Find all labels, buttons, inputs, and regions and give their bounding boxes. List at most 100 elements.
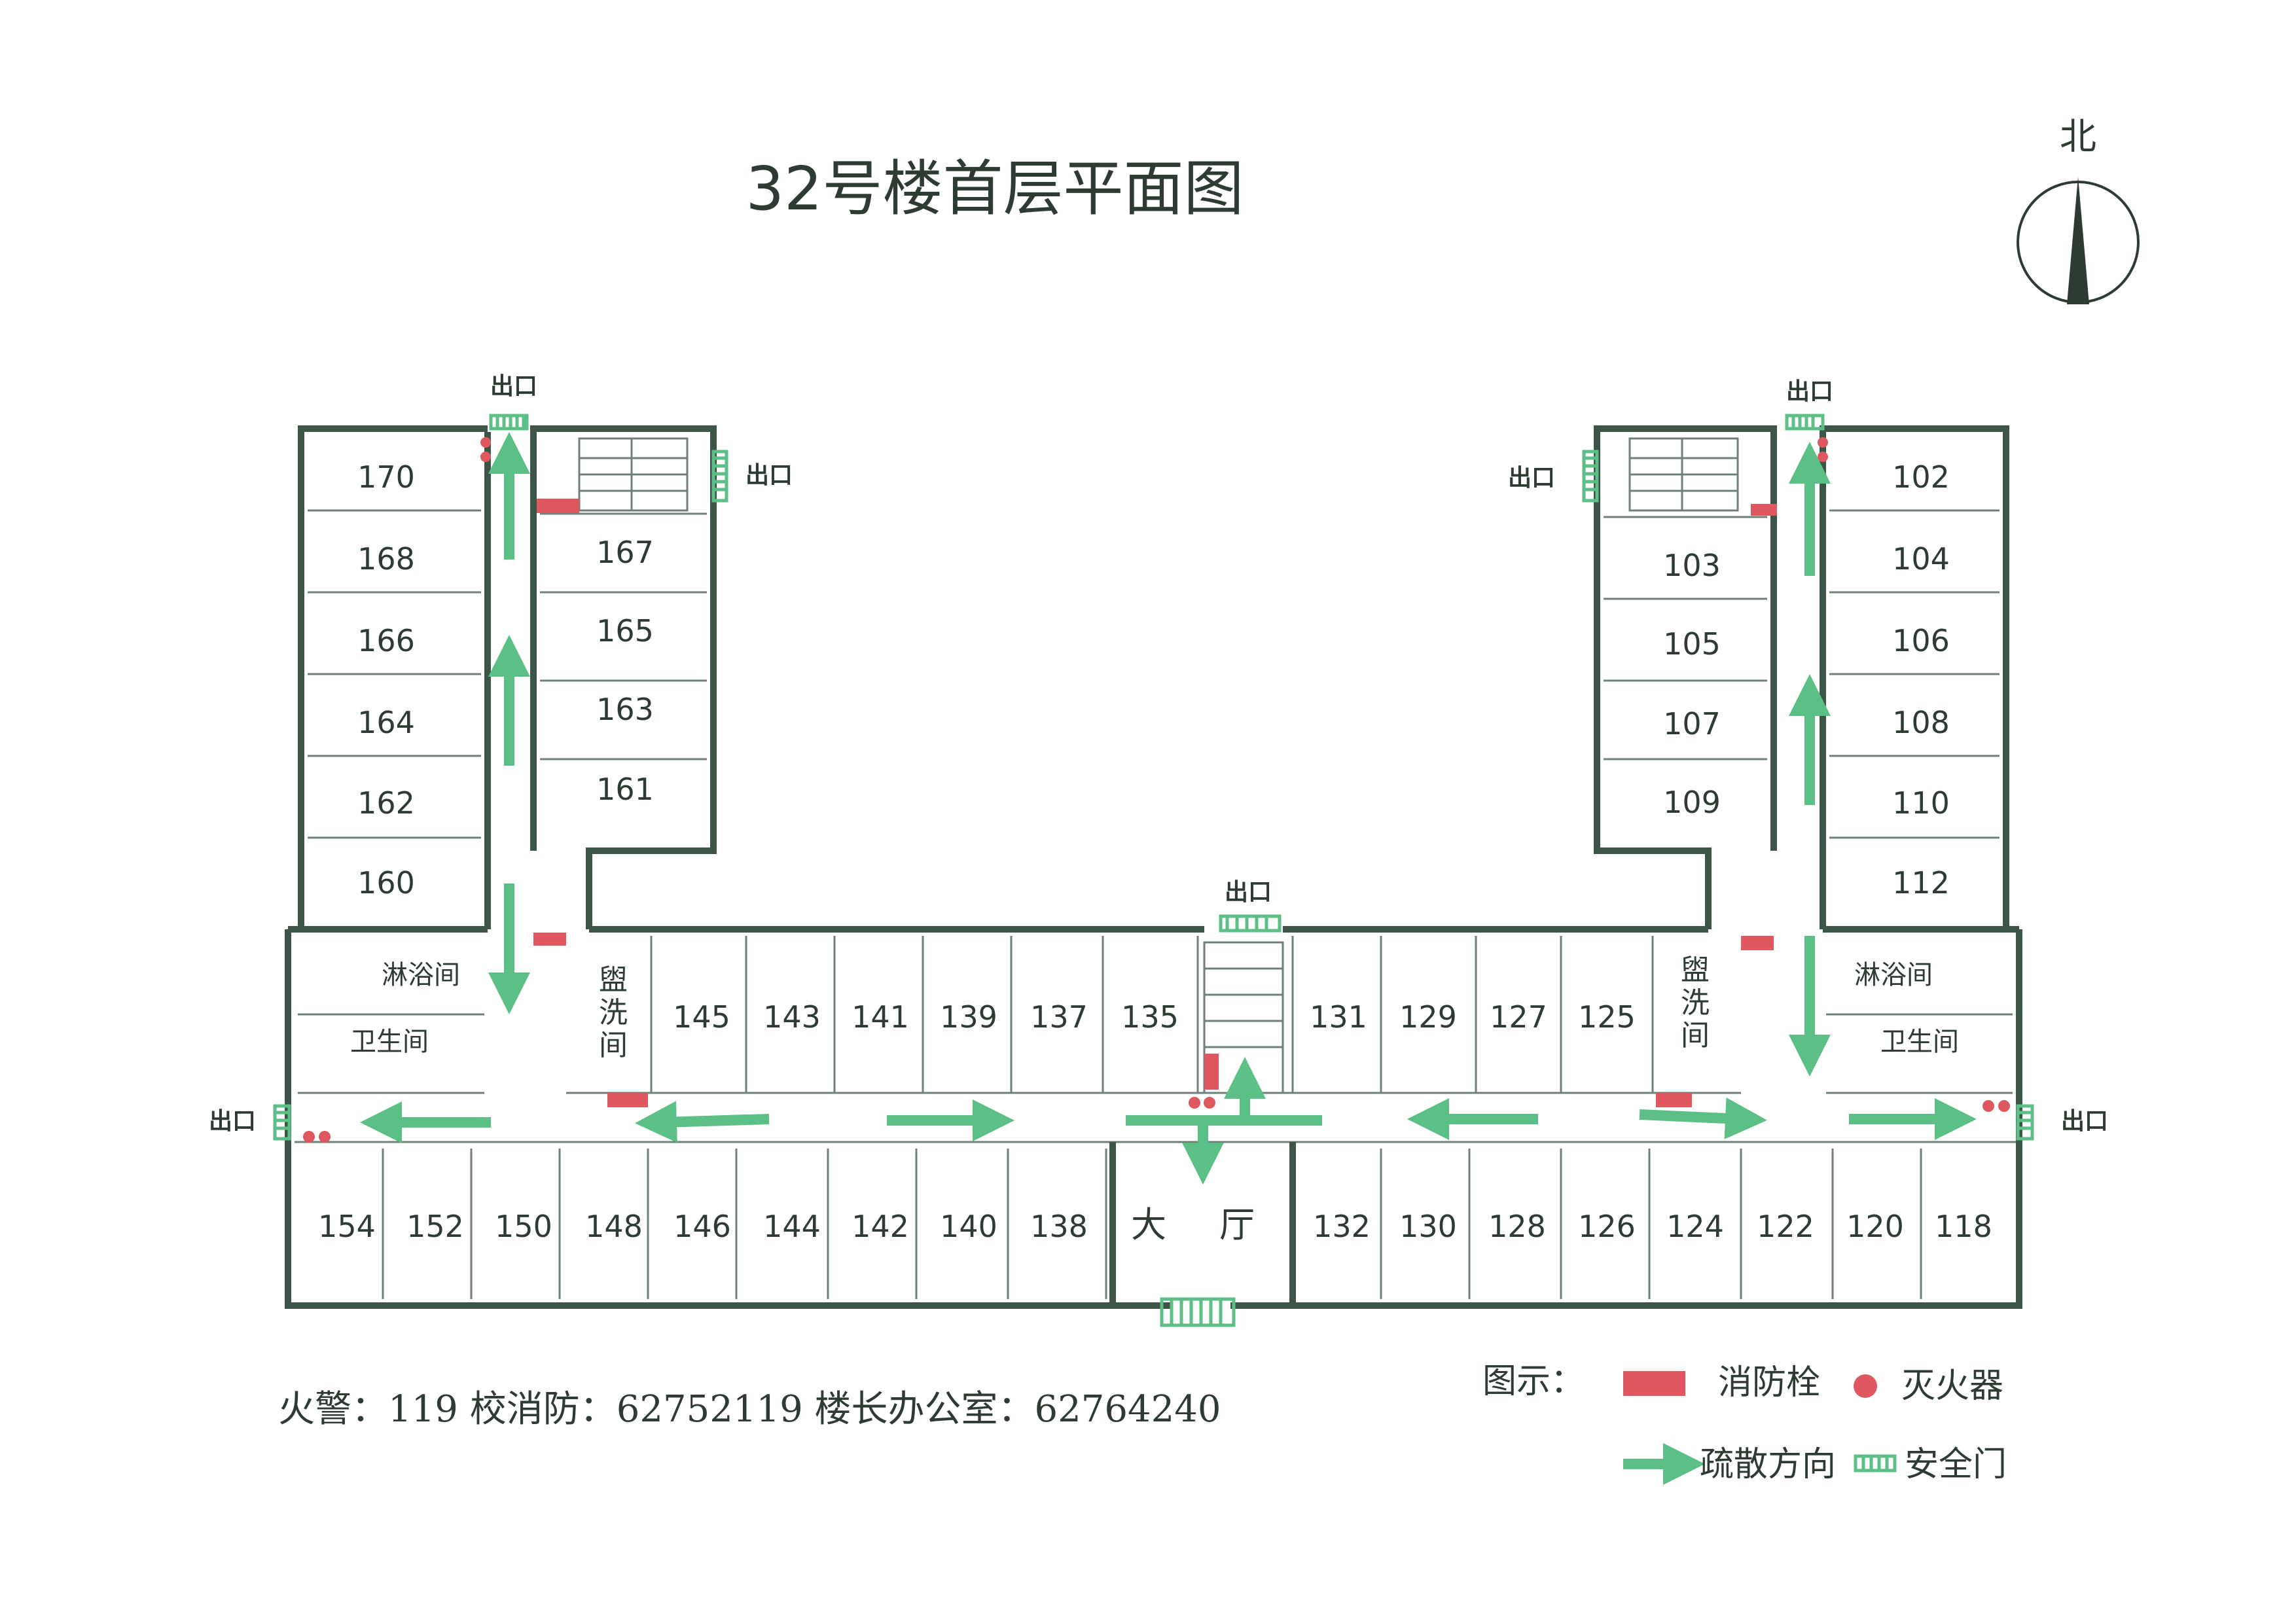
extinguisher-icon [1204,1097,1215,1109]
hydrant-icon [1741,936,1774,950]
room-label: 140 [940,1209,997,1244]
washroom-label: 盥 [599,963,628,997]
room-label: 108 [1892,705,1950,740]
toilet-label: 卫生间 [1880,1027,1959,1057]
shower-room-label: 淋浴间 [382,960,460,990]
room-label: 148 [585,1209,643,1244]
evacuation-arrow-icon [635,1101,770,1143]
room-label: 107 [1663,706,1721,741]
room-label: 125 [1578,999,1636,1035]
washroom-label: 盥 [1681,954,1710,987]
exit-label: 出口 [2061,1108,2108,1135]
washroom-label: 洗 [1681,986,1710,1020]
safety-door-icon [1785,414,1825,431]
room-label: 105 [1663,626,1721,662]
room-label: 164 [357,705,415,740]
extinguisher-icon [1982,1100,1994,1112]
room-label: 170 [357,459,415,495]
compass-label: 北 [2060,116,2096,158]
room-label: 163 [596,692,654,727]
safety-door-icon [1160,1297,1236,1327]
room-label: 165 [596,613,654,649]
room-label: 150 [495,1209,552,1244]
room-label: 118 [1935,1209,1992,1244]
legend-hydrant: 消防栓 [1718,1363,1820,1402]
room-label: 104 [1892,541,1950,577]
room-label: 152 [406,1209,464,1244]
extinguisher-icon [319,1131,331,1143]
legend-door: 安全门 [1905,1445,2007,1484]
room-label: 120 [1846,1209,1904,1244]
extinguisher-icon [480,452,491,462]
toilet-label: 卫生间 [350,1027,429,1057]
emergency-contacts: 火警：119 校消防：62752119 楼长办公室：62764240 [278,1388,1221,1431]
hydrant-icon [533,933,566,946]
room-labels: 170 168 166 164 162 160 167 165 163 161 … [318,459,1992,1244]
room-label: 144 [763,1209,821,1244]
room-label: 131 [1310,999,1367,1035]
safety-door-icon [489,414,529,431]
room-label: 141 [852,999,909,1035]
room-label: 102 [1892,459,1950,495]
room-label: 129 [1399,999,1457,1035]
room-label: 161 [596,772,654,807]
room-label: 128 [1488,1209,1546,1244]
extinguisher-icon [1189,1097,1200,1109]
safety-door-icon [1582,450,1599,503]
north-compass-icon [2017,177,2140,304]
extinguisher-icon [1818,452,1828,462]
hydrant-icon [537,499,579,513]
safety-door-icon [2016,1104,2034,1141]
safety-door-icon [1219,914,1282,933]
room-label: 109 [1663,785,1721,820]
extinguisher-icon [1998,1100,2010,1112]
extinguisher-icon [1818,437,1828,448]
room-label: 127 [1490,999,1547,1035]
room-label: 132 [1313,1209,1371,1244]
extinguishers [303,437,2010,1143]
safety-door-icon [1854,1454,1897,1472]
room-label: 142 [852,1209,909,1244]
room-label: 146 [673,1209,731,1244]
room-label: 112 [1892,865,1950,901]
shower-room-label: 淋浴间 [1854,960,1933,990]
evacuation-arrows [360,432,1977,1185]
room-label: 103 [1663,548,1721,583]
room-label: 122 [1757,1209,1814,1244]
building-walls [285,425,2022,1309]
extinguisher-icon [1854,1374,1877,1398]
room-label: 137 [1030,999,1088,1035]
room-label: 160 [357,865,415,901]
evacuation-arrow-icon [1639,1097,1767,1139]
exit-label: 出口 [1225,879,1272,906]
room-label: 168 [357,541,415,577]
room-label: 126 [1578,1209,1636,1244]
washroom-label: 洗 [599,996,628,1029]
room-label: 143 [763,999,821,1035]
page-title: 32号楼首层平面图 [745,154,1244,224]
room-label: 145 [673,999,730,1035]
hydrant-icon [1623,1371,1685,1396]
room-label: 167 [596,535,654,570]
safety-door-icon [711,450,728,503]
room-label: 124 [1666,1209,1724,1244]
room-label: 162 [357,785,415,821]
room-label: 138 [1030,1209,1088,1244]
room-label: 130 [1399,1209,1457,1244]
hydrant-icon [1656,1093,1692,1107]
hall-label: 厅 [1219,1204,1255,1245]
exit-label: 出口 [1508,465,1555,491]
room-label: 110 [1892,785,1950,821]
room-label: 154 [318,1209,376,1244]
hydrant-icon [1204,1054,1219,1090]
legend-arrow: 疏散方向 [1700,1445,1836,1484]
exit-label: 出口 [1786,378,1833,405]
legend-extinguisher: 灭火器 [1901,1366,2003,1406]
washroom-label: 间 [1681,1019,1710,1052]
room-label: 166 [357,623,415,658]
room-label: 135 [1121,999,1179,1035]
hall-label: 大 [1131,1204,1166,1245]
hydrant-icon [607,1093,648,1107]
safety-doors [273,414,2034,1327]
